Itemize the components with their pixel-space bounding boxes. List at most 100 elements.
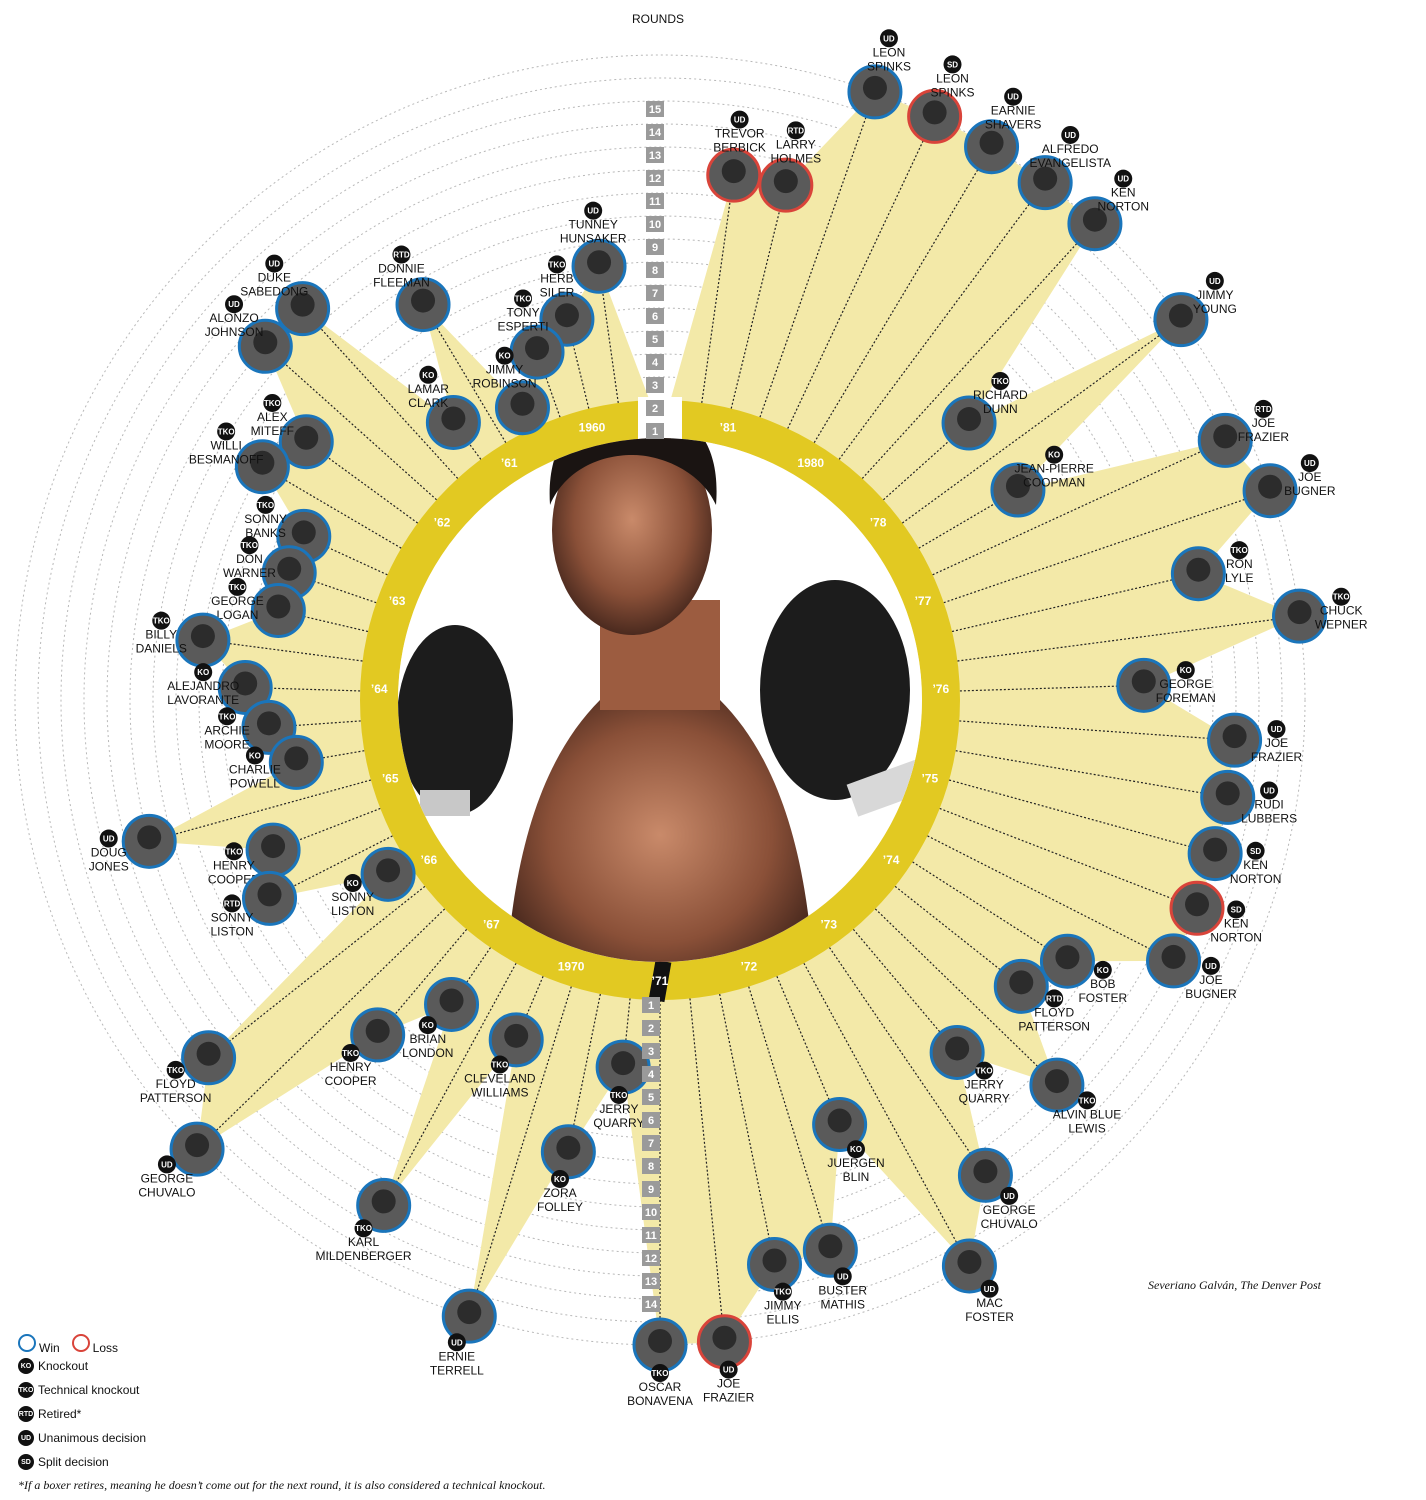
fighter-head-icon — [1055, 945, 1080, 970]
year-label: ’78 — [870, 516, 887, 530]
result-badge-icon — [833, 1267, 852, 1286]
fighter-head-icon — [525, 336, 550, 361]
result-badge-icon — [991, 371, 1010, 390]
result-badge: TKO — [240, 536, 259, 555]
fight-spoke — [955, 750, 1228, 798]
round-tick-top: 1 — [646, 423, 664, 439]
fight-spoke — [759, 91, 876, 418]
result-badge-text: KO — [850, 1145, 862, 1154]
fight-spoke — [959, 720, 1235, 741]
round-tick-top: 10 — [646, 216, 664, 232]
round-tick-bottom: 10 — [642, 1204, 660, 1220]
result-badge-text: KO — [554, 1175, 566, 1184]
round-tick-box — [646, 308, 664, 324]
fight-marker — [941, 1238, 997, 1294]
round-tick-label: 8 — [652, 265, 658, 277]
round-tick-label: 10 — [649, 219, 661, 231]
fight-spoke — [689, 998, 726, 1342]
fighter-head-icon — [196, 1041, 221, 1066]
round-tick-bottom: 1 — [642, 997, 660, 1013]
result-badge: TKO — [773, 1282, 792, 1301]
fighter-head-icon — [712, 1325, 737, 1350]
result-badge: SD — [943, 55, 962, 74]
fight-marker — [360, 846, 416, 902]
round-tick-label: 10 — [645, 1207, 657, 1219]
result-badge-icon — [1176, 661, 1195, 680]
fight-marker — [242, 870, 298, 926]
fighter-head-icon — [979, 130, 1004, 155]
fight-spoke — [245, 686, 361, 692]
win-loss-key: Win Loss — [18, 1333, 438, 1355]
fight-spoke — [943, 490, 1271, 604]
fighter-head-icon — [510, 391, 535, 416]
year-label: ’66 — [421, 853, 438, 867]
fighter-head-icon — [439, 988, 464, 1013]
result-badge-text: UD — [734, 116, 746, 125]
round-tick-box — [646, 400, 664, 416]
legend-tko-label: Technical knockout — [38, 1383, 140, 1397]
result-badge-icon — [1267, 720, 1286, 739]
round-tick-label: 13 — [645, 1276, 657, 1288]
fight-marker — [1067, 196, 1123, 252]
result-badge: UD — [1061, 125, 1080, 144]
result-badge-icon — [1300, 454, 1319, 473]
result-badge-text: UD — [1263, 786, 1275, 795]
result-badge-text: RTD — [393, 251, 410, 260]
fight-spoke — [208, 885, 426, 1059]
fight-marker — [1153, 292, 1209, 348]
result-badge-icon — [1201, 956, 1220, 975]
fight-marker — [847, 64, 903, 120]
round-tick-top: 2 — [646, 400, 664, 416]
result-badge-icon — [1045, 445, 1064, 464]
result-badge: KO — [343, 874, 362, 893]
fighter-head-icon — [957, 407, 982, 432]
fight-spoke — [422, 304, 507, 443]
result-badge-icon — [1260, 781, 1279, 800]
fight-spoke — [901, 319, 1182, 524]
fighter-head-icon — [1033, 166, 1058, 191]
round-tick-bottom: 13 — [642, 1273, 660, 1289]
round-tick-top: 14 — [646, 124, 664, 140]
round-tick-box — [646, 262, 664, 278]
round-gridline-12 — [83, 123, 1237, 1277]
result-badge: TKO — [1332, 587, 1351, 606]
round-tick-box — [646, 377, 664, 393]
fight-spoke — [959, 684, 1144, 692]
result-badge: UD — [980, 1279, 999, 1298]
result-badge-icon — [495, 346, 514, 365]
result-badge-icon — [223, 894, 242, 913]
rtd-badge-icon: RTD — [18, 1406, 34, 1422]
result-badge-text: UD — [1117, 175, 1129, 184]
fight-marker — [181, 1030, 237, 1086]
year-label: ’72 — [741, 960, 758, 974]
fight-spoke — [939, 807, 1198, 909]
result-badge: SD — [1246, 841, 1265, 860]
result-badge-icon — [879, 29, 898, 48]
fighter-head-icon — [250, 450, 275, 475]
result-badge-icon — [152, 611, 171, 630]
result-badge-icon — [166, 1060, 185, 1079]
round-tick-box — [646, 124, 664, 140]
result-badge: UD — [225, 295, 244, 314]
fighter-head-icon — [1287, 600, 1312, 625]
round-tick-box — [642, 1296, 660, 1312]
result-badge-text: UD — [883, 34, 895, 43]
year-ring: 1960’61’62’63’64’65’66’671970’71’72’73’7… — [360, 397, 960, 1003]
fighter-head-icon — [1005, 473, 1030, 498]
